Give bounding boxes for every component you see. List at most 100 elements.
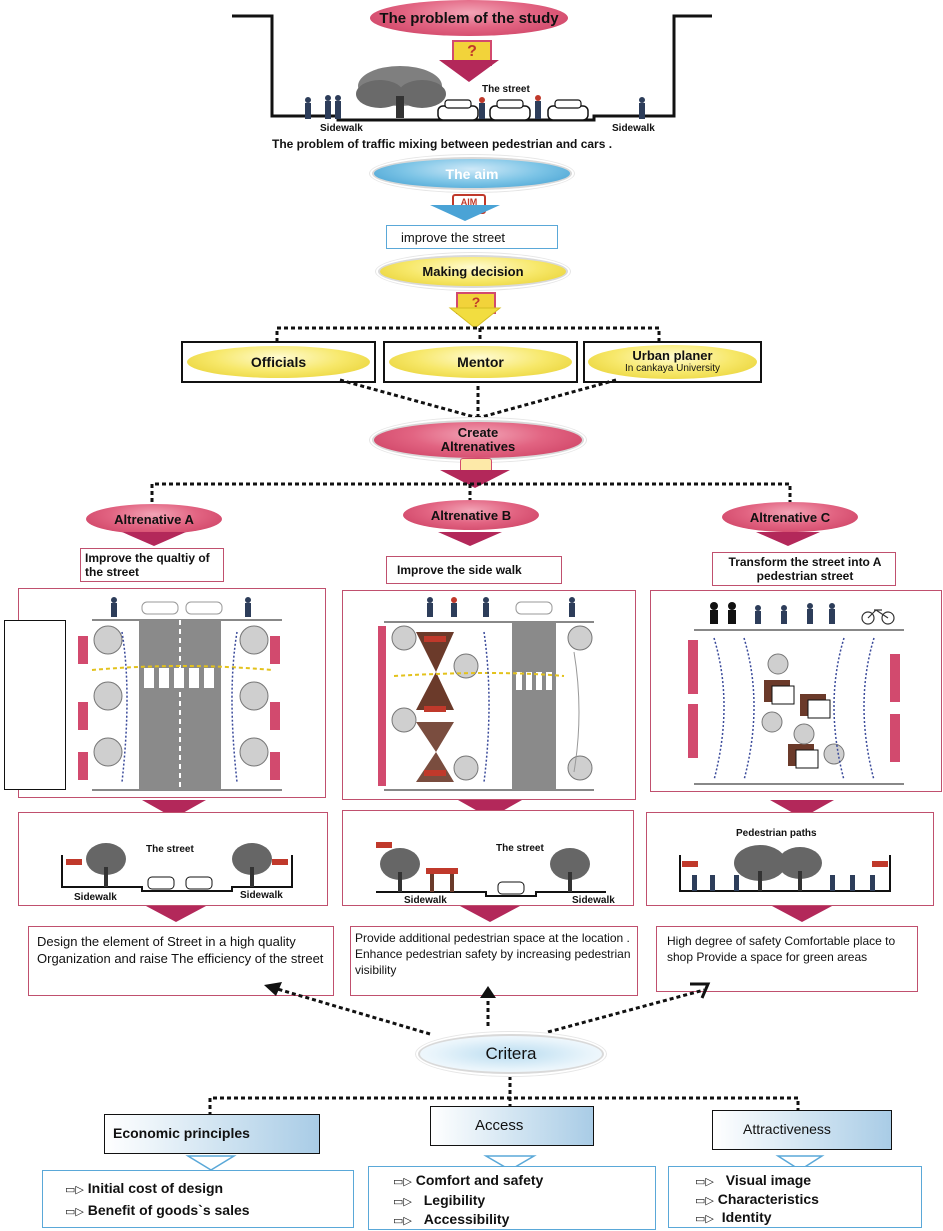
alt-c-title-ellipse: Altrenative C (722, 502, 858, 532)
attract-item-1: Characteristics (717, 1191, 819, 1207)
criteria-economic-label: Economic principles (113, 1125, 250, 1141)
economic-item-0: Initial cost of design (87, 1180, 224, 1196)
alt-b-title-ellipse: Altrenative B (403, 500, 539, 530)
result-arrows (146, 906, 832, 922)
hand-pointer-icon: ▭▷ (393, 1215, 412, 1227)
party-urban-ellipse: Urban planer In cankaya University (588, 345, 757, 379)
kiosk-icons (416, 632, 454, 782)
criteria-connector (208, 982, 800, 1116)
car-icon (141, 601, 223, 615)
alt-a-section-title: The street (146, 844, 194, 855)
tree-icon (734, 845, 786, 891)
alt-c-result-box: High degree of safety Comfortable place … (656, 926, 918, 992)
party-officials-label: Officials (250, 354, 307, 370)
alt-b-section-title: The street (496, 843, 544, 854)
alt-b-title: Altrenative B (430, 507, 512, 523)
bench-icons (688, 640, 900, 762)
hand-pointer-icon: ▭▷ (65, 1206, 84, 1218)
economic-item-1: Benefit of goods`s sales (87, 1202, 250, 1218)
problem-caption: The problem of traffic mixing between pe… (272, 137, 613, 151)
bicycle-icon (861, 609, 895, 625)
create-ellipse: Create Altrenatives (372, 420, 584, 460)
bench-icons (78, 636, 280, 780)
section-arrows (142, 800, 834, 818)
hand-pointer-icon: ▭▷ (65, 1184, 84, 1196)
problem-title-ellipse: The problem of the study (370, 0, 568, 36)
tree-icons (761, 653, 845, 765)
tree-icon (778, 847, 822, 891)
party-mentor-box: Mentor (383, 341, 578, 383)
access-item-1: Legibility (423, 1192, 486, 1208)
criteria-access-box: Access (430, 1106, 594, 1146)
alt-a-sidewalk-left: Sidewalk (74, 892, 117, 903)
tree-icons (391, 625, 593, 781)
hand-pointer-icon: ▭▷ (393, 1196, 412, 1208)
problem-street-label: The street (482, 84, 530, 95)
decision-title: Making decision (422, 264, 524, 279)
problem-sidewalk-right: Sidewalk (612, 123, 655, 134)
bench-icons (378, 626, 386, 786)
car-icon (147, 876, 213, 890)
alt-b-sidewalk-right: Sidewalk (572, 895, 615, 906)
attract-item-0-row: ▭▷ Visual image (695, 1173, 811, 1190)
access-item-0: Comfort and safety (415, 1172, 544, 1188)
party-urban-label: Urban planer (632, 348, 713, 363)
criteria-attract-box: Attractiveness (712, 1110, 892, 1150)
hand-pointer-icon: ▭▷ (695, 1176, 714, 1188)
down-arrow-create (440, 470, 510, 488)
pedestrian-icons (427, 597, 575, 617)
alt-b-section-drawing (376, 842, 606, 897)
criteria-access-label: Access (475, 1117, 524, 1134)
party-urban-box: Urban planer In cankaya University (583, 341, 762, 383)
tree-icon (550, 848, 590, 892)
access-item-2: Accessibility (423, 1211, 510, 1227)
alt-a-goal: Improve the qualtiy of the street (85, 551, 210, 579)
hand-pointer-icon: ▭▷ (695, 1213, 714, 1225)
decision-ellipse: Making decision (378, 255, 568, 288)
access-item-0-row: ▭▷ Comfort and safety (393, 1173, 543, 1190)
aim-text: improve the street (401, 230, 506, 245)
car-icon (437, 99, 479, 121)
alt-b-goal: Improve the side walk (397, 563, 522, 577)
aim-title: The aim (445, 165, 499, 182)
criteria-attract-items: ▭▷ Visual image ▭▷ Characteristics ▭▷ Id… (668, 1166, 922, 1228)
alt-a-sidewalk-right: Sidewalk (240, 890, 283, 901)
alt-c-plan-drawing (688, 602, 904, 785)
aim-ellipse: The aim (372, 157, 572, 190)
alt-a-title: Altrenative A (114, 511, 194, 527)
car-icon (547, 99, 589, 121)
alt-b-result-box: Provide additional pedestrian space at t… (350, 926, 638, 996)
create-line2: Altrenatives (440, 439, 516, 454)
kiosk-icon (426, 868, 458, 892)
pedestrian-icons (710, 602, 835, 624)
economic-item-1-row: ▭▷ Benefit of goods`s sales (65, 1203, 250, 1220)
access-item-1-row: ▭▷ Legibility (393, 1193, 485, 1210)
alternatives-connector (150, 482, 792, 502)
party-mentor-ellipse: Mentor (389, 346, 572, 378)
aim-text-box: improve the street (386, 225, 558, 249)
economic-item-0-row: ▭▷ Initial cost of design (65, 1181, 223, 1198)
pedestrian-icons (692, 875, 875, 891)
awning-icon (682, 861, 888, 867)
alt-b-result: Provide additional pedestrian space at t… (355, 931, 631, 977)
pedestrian-icons (305, 95, 645, 119)
criteria-access-items: ▭▷ Comfort and safety ▭▷ Legibility ▭▷ A… (368, 1166, 656, 1230)
alt-a-result-box: Design the element of Street in a high q… (28, 926, 334, 996)
alt-a-title-ellipse: Altrenative A (86, 504, 222, 534)
party-mentor-label: Mentor (457, 354, 504, 370)
tree-icon (380, 848, 420, 892)
alt-c-goal: Transform the street into A pedestrian s… (728, 555, 882, 583)
alt-b-goal-box: Improve the side walk (386, 556, 562, 584)
attract-item-1-row: ▭▷ Characteristics (695, 1192, 819, 1209)
problem-sidewalk-left: Sidewalk (320, 123, 363, 134)
create-line1: Create (457, 425, 499, 440)
aim-badge-label: AIM (460, 197, 478, 207)
car-icon (489, 99, 531, 121)
criteria-outline-arrows (185, 1155, 825, 1171)
alt-a-goal-box: Improve the qualtiy of the street (80, 548, 224, 582)
down-arrow-problem (439, 60, 499, 82)
criteria-economic-box: Economic principles (104, 1114, 320, 1154)
pedestrian-icons (111, 597, 251, 617)
criteria-economic-items: ▭▷ Initial cost of design ▭▷ Benefit of … (42, 1170, 354, 1228)
criteria-attract-label: Attractiveness (743, 1121, 831, 1137)
